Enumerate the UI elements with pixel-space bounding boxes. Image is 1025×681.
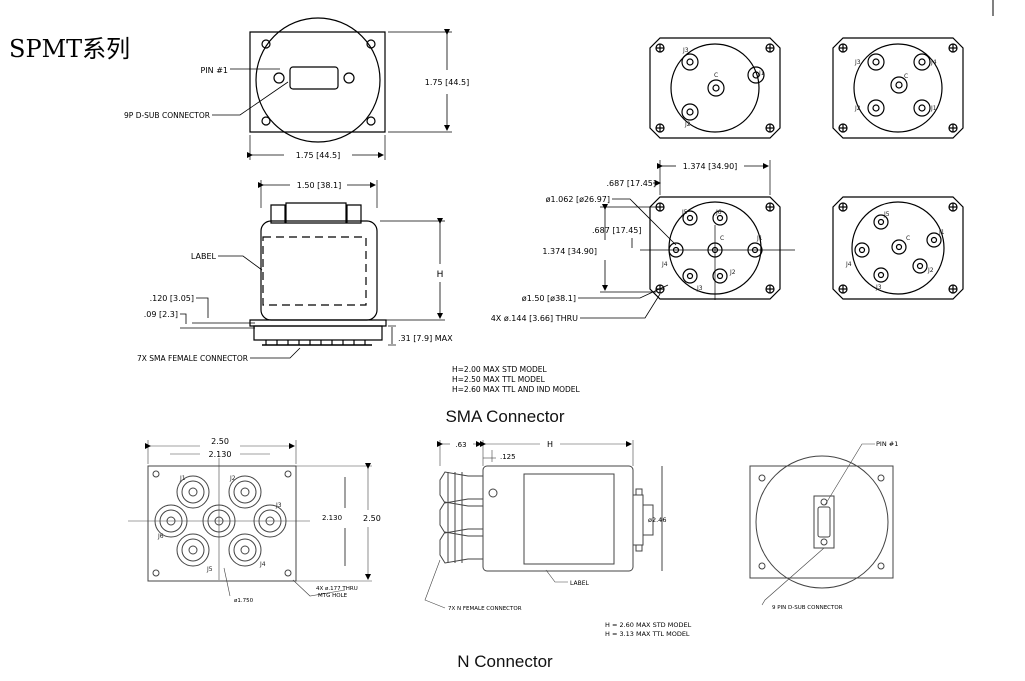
port-label: J1 bbox=[758, 70, 765, 77]
sma-side-width-dim: 1.50 [38.1] bbox=[297, 181, 341, 190]
port-label: C bbox=[906, 235, 910, 242]
screw-icon bbox=[344, 73, 354, 83]
port-label: J5 bbox=[883, 211, 890, 218]
label-area bbox=[524, 474, 614, 564]
port-label: J1 bbox=[930, 105, 937, 112]
sma-dim-09: .09 [2.3] bbox=[144, 310, 178, 319]
sma-7port-view bbox=[578, 160, 795, 318]
port-label: J5 bbox=[681, 209, 688, 216]
port-label: J2 bbox=[729, 269, 736, 276]
n-h-note-2: H = 3.13 MAX TTL MODEL bbox=[605, 630, 690, 638]
sma-front-view bbox=[212, 18, 452, 160]
port-label: J1 bbox=[179, 475, 186, 482]
n-front-holes-2: MTG HOLE bbox=[318, 593, 348, 599]
port-label: J4 bbox=[845, 261, 852, 268]
port-label: J1 bbox=[756, 235, 763, 242]
port-label: C bbox=[720, 235, 724, 242]
n-back-view bbox=[750, 444, 893, 605]
page-title: SPMT系列 bbox=[9, 35, 130, 63]
sma-dim-687-left: .687 [17.45] bbox=[592, 226, 642, 235]
n-front-view bbox=[128, 440, 372, 596]
sma-h-note-3: H=2.60 MAX TTL AND IND MODEL bbox=[452, 385, 580, 394]
sma-dim-thru: 4X ø.144 [3.66] THRU bbox=[491, 314, 578, 323]
sma-6port-view bbox=[833, 197, 963, 299]
port-label: C bbox=[714, 72, 718, 79]
sma-dsub-label: 9P D-SUB CONNECTOR bbox=[124, 111, 210, 120]
dsub-connector-icon bbox=[286, 203, 346, 223]
port-label: J2 bbox=[684, 121, 691, 128]
n-front-dia: ø1.750 bbox=[234, 598, 254, 604]
port-label: J6 bbox=[715, 209, 722, 216]
sma-dim-150: ø1.50 [ø38.1] bbox=[522, 294, 576, 303]
sma-label-callout: LABEL bbox=[191, 252, 217, 261]
port-label: J3 bbox=[682, 47, 689, 54]
port-label: J2 bbox=[854, 105, 861, 112]
mount-hole-icon bbox=[262, 117, 270, 125]
sma-front-width-dim: 1.75 [44.5] bbox=[296, 151, 340, 160]
n-pin1-label: PIN #1 bbox=[876, 440, 898, 448]
n-front-holes: 4X ø.177 THRU bbox=[316, 586, 358, 592]
sma-front-height-dim: 1.75 [44.5] bbox=[425, 78, 469, 87]
port-label: J3 bbox=[854, 59, 861, 66]
port-label: J3 bbox=[275, 502, 282, 509]
connector-base bbox=[254, 326, 382, 340]
sma-connector-callout: 7X SMA FEMALE CONNECTOR bbox=[137, 354, 248, 363]
sma-dim-1062: ø1.062 [ø26.97] bbox=[546, 195, 610, 204]
port-label: J4 bbox=[930, 59, 937, 66]
port-label: C bbox=[904, 73, 908, 80]
n-side-d63: .63 bbox=[455, 441, 466, 449]
screw-icon bbox=[274, 73, 284, 83]
sma-dim-120: .120 [3.05] bbox=[150, 294, 194, 303]
mount-hole-icon bbox=[262, 40, 270, 48]
port-label: J1 bbox=[938, 229, 945, 236]
sma-5port-view bbox=[833, 38, 963, 138]
port-label: J2 bbox=[927, 267, 934, 274]
sma-h-dim: H bbox=[437, 270, 444, 280]
sma-side-body bbox=[261, 221, 377, 320]
label-area bbox=[263, 237, 366, 305]
mount-hole-icon bbox=[367, 40, 375, 48]
sma-front-flange-circle bbox=[256, 18, 380, 142]
n-front-h2130: 2.130 bbox=[322, 514, 342, 522]
sma-dim-687-top: .687 [17.45] bbox=[607, 179, 657, 188]
sma-dim-1374-top: 1.374 [34.90] bbox=[683, 162, 738, 171]
mount-hole-icon bbox=[367, 117, 375, 125]
n-front-w2130: 2.130 bbox=[209, 450, 232, 459]
n-side-connector-callout: 7X N FEMALE CONNECTOR bbox=[448, 606, 522, 612]
sma-h-note-2: H=2.50 MAX TTL MODEL bbox=[452, 375, 546, 384]
port-label: J6 bbox=[157, 533, 164, 540]
n-section-title: N Connector bbox=[457, 652, 553, 671]
sma-h-note-1: H=2.00 MAX STD MODEL bbox=[452, 365, 548, 374]
port-label: J3 bbox=[696, 285, 703, 292]
port-label: J3 bbox=[875, 284, 882, 291]
sma-side-view bbox=[180, 180, 445, 358]
screw-icon bbox=[347, 205, 361, 223]
n-side-d125: .125 bbox=[500, 453, 516, 461]
screw-icon bbox=[271, 205, 285, 223]
sma-pin1-label: PIN #1 bbox=[200, 66, 228, 75]
n-dsub-label: 9 PIN D-SUB CONNECTOR bbox=[772, 605, 843, 611]
port-label: J4 bbox=[259, 561, 266, 568]
sma-4port-view bbox=[650, 38, 780, 138]
sma-section-title: SMA Connector bbox=[445, 407, 564, 426]
sma-dim-31: .31 [7.9] MAX bbox=[398, 334, 453, 343]
n-front-h250: 2.50 bbox=[363, 514, 381, 523]
n-side-d246: ø2.46 bbox=[648, 516, 666, 524]
n-h-note-1: H = 2.60 MAX STD MODEL bbox=[605, 621, 692, 629]
mounting-flange bbox=[250, 320, 386, 326]
sma-dim-1374-left: 1.374 [34.90] bbox=[542, 247, 597, 256]
port-label: J4 bbox=[661, 261, 668, 268]
port-label: J2 bbox=[229, 475, 236, 482]
n-front-w250: 2.50 bbox=[211, 437, 229, 446]
n-side-label: LABEL bbox=[570, 580, 589, 587]
n-side-view bbox=[425, 440, 662, 608]
n-side-h: H bbox=[547, 440, 553, 449]
sma-front-body bbox=[250, 32, 385, 132]
port-label: J5 bbox=[206, 566, 213, 573]
dsub-connector-icon bbox=[290, 67, 338, 89]
